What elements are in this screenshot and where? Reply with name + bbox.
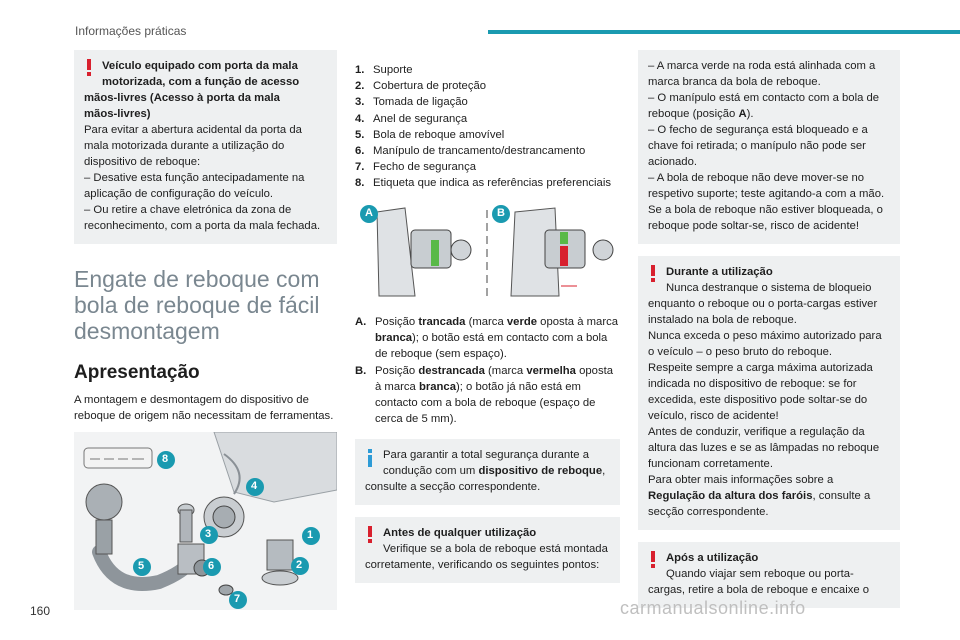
after-use-title: Após a utilização [666, 552, 759, 564]
section-title: Engate de reboque com bola de reboque de… [74, 266, 320, 344]
warning-title-line2: motorizada, com a função de acesso [102, 76, 300, 88]
callout-6: 6 [208, 560, 215, 572]
list-item: 8.Etiqueta que indica as referências pre… [355, 177, 612, 190]
parts-list: 1.Suporte 2.Cobertura de proteção 3.Toma… [355, 62, 620, 192]
intro-paragraph: A montagem e desmontagem do dispositivo … [74, 394, 334, 422]
right-column: – A marca verde na roda está alinhada co… [638, 50, 900, 608]
warning-item: – Ou retire a chave eletrónica da zona d… [84, 204, 321, 232]
info-box: Para garantir a total segurança durante … [355, 438, 620, 505]
list-item: 1.Suporte [355, 64, 413, 76]
list-item: A. Posição trancada (marca verde oposta … [355, 315, 619, 360]
warning-title-line1: Veículo equipado com porta da mala [102, 60, 298, 72]
check-item: – O fecho de segurança está bloqueado e … [648, 124, 868, 168]
info-icon [367, 448, 373, 467]
towbar-illustration [83, 431, 338, 609]
before-use-box: Antes de qualquer utilização Verifique s… [355, 516, 620, 583]
watermark: carmanualsonline.info [620, 598, 806, 618]
check-item: – A bola de reboque não deve mover-se no… [648, 172, 885, 232]
page-number: 160 [30, 604, 51, 618]
lock-position-diagram: A B [355, 204, 620, 302]
header-rule [488, 30, 960, 34]
checks-box: – A marca verde na roda está alinhada co… [638, 50, 900, 244]
list-item: 3.Tomada de ligação [355, 96, 468, 109]
warning-icon [86, 59, 92, 76]
warning-icon [367, 525, 373, 543]
left-column: Veículo equipado com porta da mala motor… [74, 50, 338, 610]
warning-title-line3: mãos-livres (Acesso à porta da mala [84, 92, 280, 104]
after-use-box: Após a utilização Quando viajar sem rebo… [638, 542, 900, 608]
middle-column: 1.Suporte 2.Cobertura de proteção 3.Toma… [355, 62, 620, 583]
warning-icon [650, 551, 656, 568]
callout-8: 8 [162, 453, 169, 465]
list-item: 6.Manípulo de trancamento/destrancamento [355, 145, 586, 158]
check-item: – A marca verde na roda está alinhada co… [648, 60, 876, 88]
before-use-body: Verifique se a bola de reboque está mont… [365, 542, 608, 571]
callout-1: 1 [307, 529, 314, 541]
callout-7: 7 [234, 593, 241, 605]
position-list: A. Posição trancada (marca verde oposta … [355, 314, 620, 427]
label-b: B [497, 206, 505, 219]
warning-title-line4: mãos-livres) [84, 108, 151, 120]
before-use-title: Antes de qualquer utilização [383, 526, 537, 539]
callout-3: 3 [205, 528, 212, 540]
check-item: – O manípulo está em contacto com a bola… [648, 92, 880, 120]
towbar-diagram: 8 4 3 1 5 6 2 7 [74, 431, 338, 610]
list-item: B. Posição destrancada (marca vermelha o… [355, 364, 614, 425]
warning-icon [650, 265, 656, 282]
warning-body: Para evitar a abertura acidental da port… [84, 124, 302, 168]
warning-item: – Desative esta função antecipadamente n… [84, 172, 305, 200]
label-a: A [365, 206, 373, 219]
list-item: 4.Anel de segurança [355, 112, 468, 125]
lock-illustration [360, 204, 614, 297]
list-item: 5.Bola de reboque amovível [355, 128, 505, 141]
callout-5: 5 [138, 560, 145, 572]
during-use-box: Durante a utilização Nunca destranque o … [638, 256, 900, 530]
callout-2: 2 [296, 559, 303, 571]
warning-box-trunk: Veículo equipado com porta da mala motor… [74, 50, 337, 244]
running-header: Informações práticas [75, 24, 187, 38]
list-item: 7.Fecho de segurança [355, 161, 476, 174]
callout-4: 4 [251, 480, 258, 492]
during-use-title: Durante a utilização [666, 266, 773, 278]
list-item: 2.Cobertura de proteção [355, 80, 487, 93]
subsection-title: Apresentação [74, 362, 200, 383]
